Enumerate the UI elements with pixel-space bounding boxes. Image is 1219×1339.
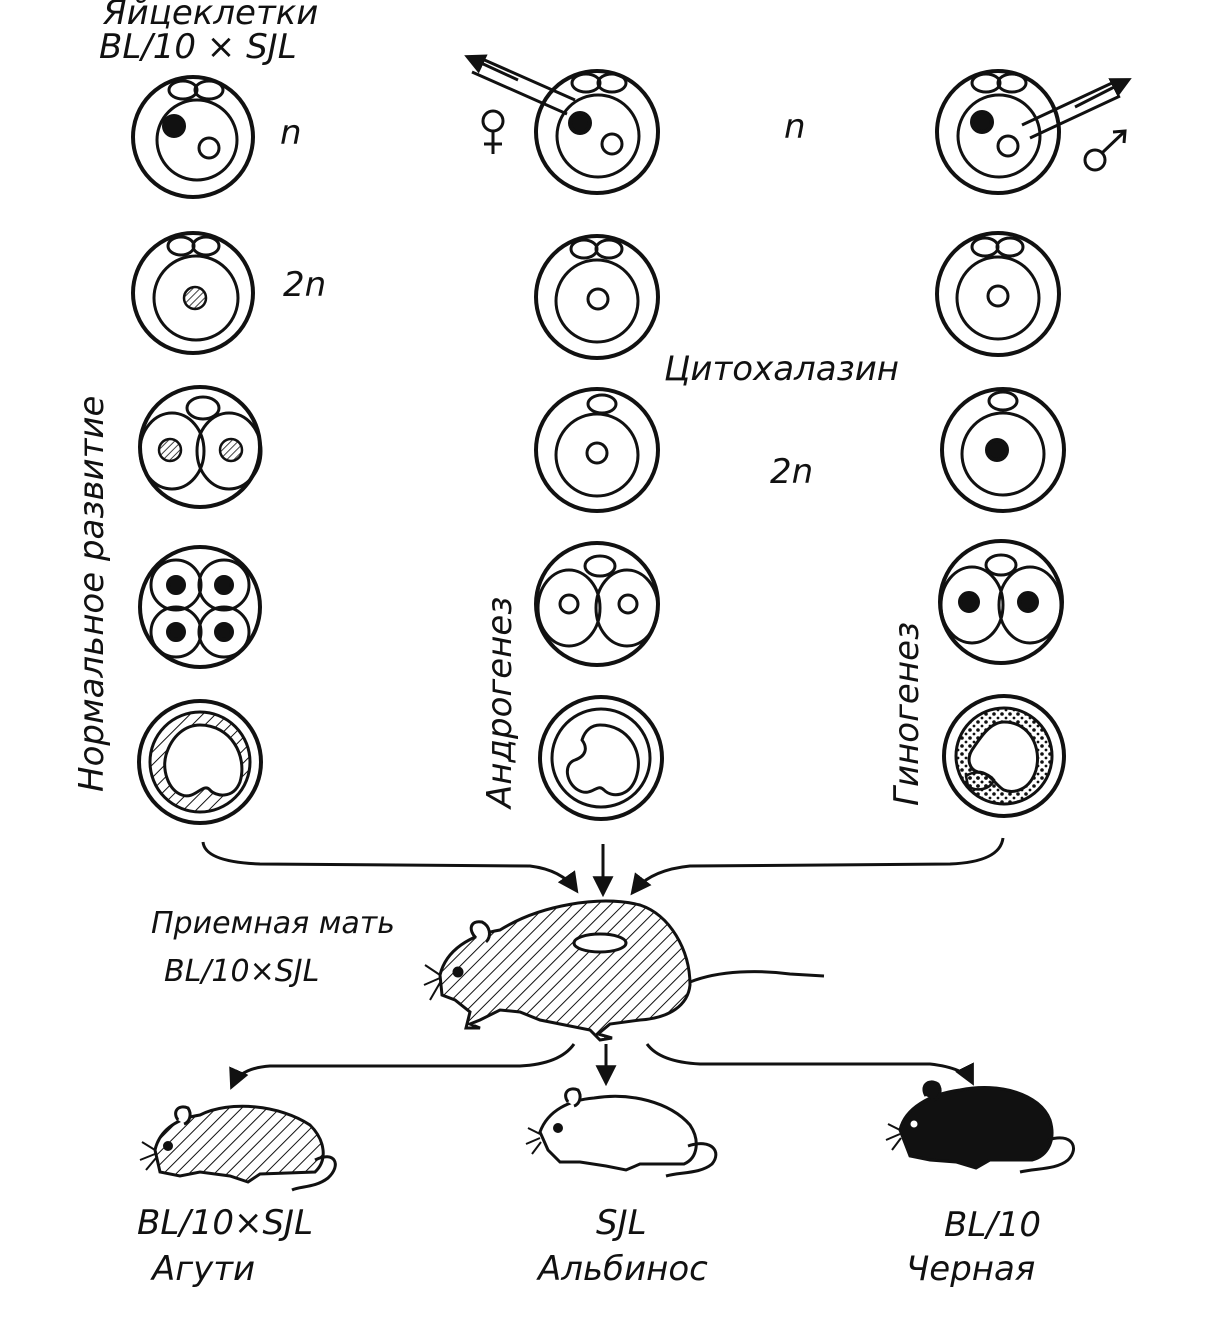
ploidy-n-left-label: n: [280, 113, 302, 153]
offspring-phenotype-albino: Альбинос: [538, 1249, 708, 1289]
arrows-to-offspring: [229, 1043, 974, 1090]
egg-right-enucleation: [935, 69, 1061, 195]
zygote-left: [131, 231, 255, 355]
offspring-phenotype-black: Черная: [906, 1249, 1036, 1289]
ploidy-2n-left-label: 2n: [283, 265, 327, 305]
micropipette-female-pronucleus: [464, 54, 576, 116]
normal-development-label: Нормальное развитие: [72, 395, 112, 792]
offspring-mouse-albino: [525, 1087, 718, 1178]
offspring-mouse-black: [885, 1080, 1075, 1174]
female-symbol-shape: [481, 109, 505, 154]
zygote-middle: [534, 234, 660, 360]
offspring-strain-agouti: BL/10×SJL: [137, 1203, 314, 1243]
blastocyst-left: [137, 699, 263, 825]
foster-mother-strain-label: BL/10×SJL: [164, 954, 320, 989]
offspring-strain-black: BL/10: [944, 1205, 1041, 1245]
micropipette-male-pronucleus: [1021, 78, 1132, 140]
ploidy-n-middle-label: n: [784, 107, 806, 147]
blastocyst-right: [942, 694, 1066, 818]
blastocyst-middle: [538, 695, 664, 821]
eggs-title-label: Яйцеклетки: [103, 0, 319, 33]
eggs-strain-label: BL/10 × SJL: [99, 27, 297, 67]
androgenesis-label: Андрогенез: [480, 596, 520, 808]
diploidized-zygote-middle: [534, 387, 660, 513]
male-symbol-shape: [1083, 129, 1127, 172]
gynogenesis-label: Гиногенез: [887, 621, 927, 806]
cytochalasin-label: Цитохалазин: [664, 349, 900, 389]
ploidy-2n-middle-label: 2n: [770, 452, 814, 492]
egg-middle-enucleation: [534, 69, 660, 195]
foster-mother-mouse: [423, 899, 825, 1042]
arrows-to-foster-mother: [201, 837, 1005, 898]
two-cell-right: [938, 539, 1064, 665]
foster-mother-title-label: Приемная мать: [151, 906, 395, 941]
two-cell-middle: [534, 541, 660, 667]
offspring-mouse-agouti: [139, 1104, 337, 1192]
two-cell-left: [138, 385, 263, 509]
zygote-right: [935, 231, 1061, 357]
offspring-phenotype-agouti: Агути: [152, 1249, 256, 1289]
egg-left-fertilized: [131, 75, 255, 199]
diploidized-zygote-right: [940, 387, 1066, 513]
offspring-strain-albino: SJL: [596, 1203, 647, 1243]
four-cell-left: [138, 545, 262, 669]
